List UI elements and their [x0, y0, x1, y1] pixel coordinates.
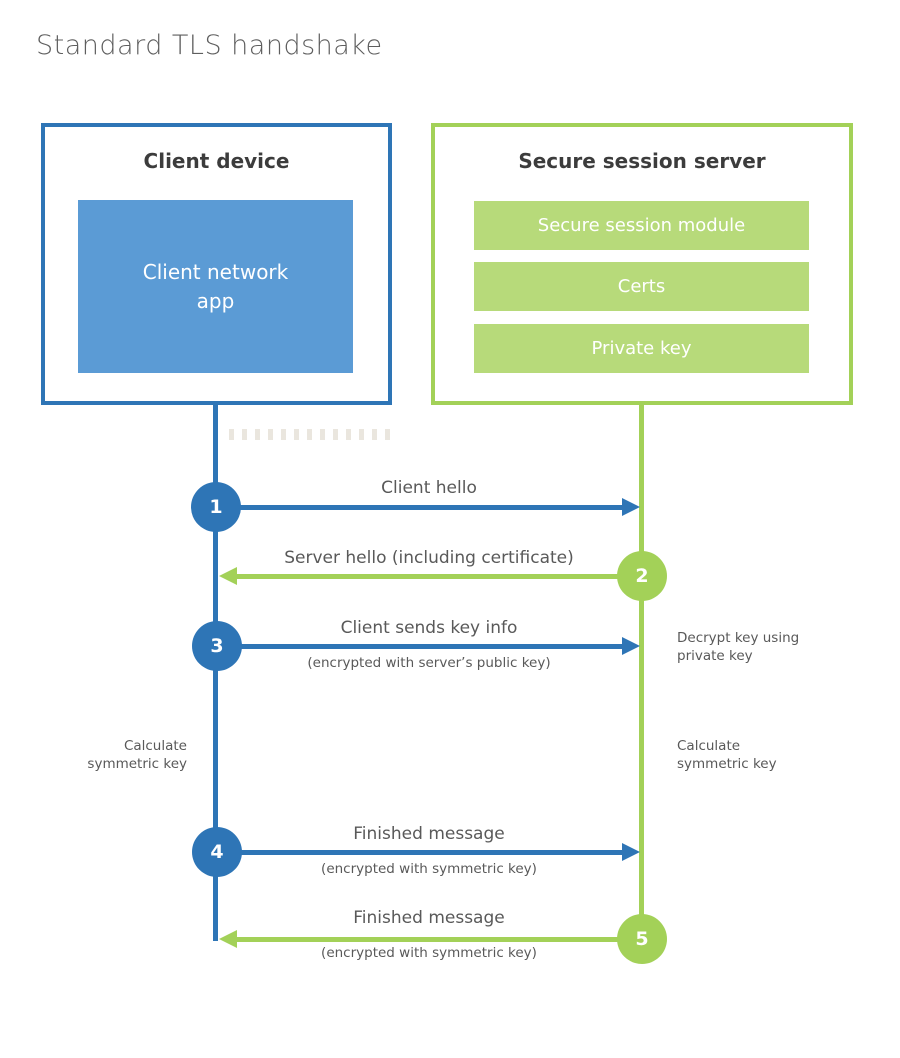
decrypt-key-note: Decrypt key using private key	[677, 630, 800, 664]
step1-label: Client hello	[381, 478, 477, 498]
secure-session-server-box: Secure session server Secure session mod…	[431, 123, 853, 405]
arrow-head-right-icon	[622, 843, 640, 861]
faint-dashed-line	[229, 429, 392, 440]
step3-sublabel: (encrypted with server’s public key)	[307, 655, 551, 671]
step5-label: Finished message	[353, 908, 505, 928]
arrow-head-right-icon	[622, 637, 640, 655]
diagram-title: Standard TLS handshake	[36, 30, 383, 61]
arrow-line-step1	[239, 505, 624, 510]
step2-label: Server hello (including certificate)	[284, 548, 574, 568]
step-circle-4: 4	[192, 827, 242, 877]
arrow-line-step4	[240, 850, 624, 855]
client-device-title: Client device	[143, 149, 290, 173]
step-circle-1: 1	[191, 482, 241, 532]
step5-sublabel: (encrypted with symmetric key)	[321, 945, 537, 961]
step4-sublabel: (encrypted with symmetric key)	[321, 861, 537, 877]
calculate-symmetric-key-note-server: Calculate symmetric key	[677, 738, 777, 772]
server-module-secure-session: Secure session module	[474, 201, 809, 250]
arrow-head-right-icon	[622, 498, 640, 516]
arrow-line-step5	[237, 937, 621, 942]
client-network-app-label: Client network app	[142, 259, 289, 313]
arrow-head-left-icon	[219, 567, 237, 585]
server-lifeline	[639, 403, 644, 941]
step-circle-3: 3	[192, 621, 242, 671]
arrow-line-step2	[237, 574, 619, 579]
client-lifeline	[213, 403, 218, 941]
secure-session-server-title: Secure session server	[518, 149, 766, 173]
calculate-symmetric-key-note-client: Calculate symmetric key	[87, 738, 187, 772]
server-module-private-key: Private key	[474, 324, 809, 373]
client-device-box: Client device Client network app	[41, 123, 392, 405]
step4-label: Finished message	[353, 824, 505, 844]
step-circle-5: 5	[617, 914, 667, 964]
step3-label: Client sends key info	[340, 618, 518, 638]
arrow-head-left-icon	[219, 930, 237, 948]
client-network-app-rect: Client network app	[78, 200, 353, 373]
server-module-certs: Certs	[474, 262, 809, 311]
arrow-line-step3	[240, 644, 624, 649]
step-circle-2: 2	[617, 551, 667, 601]
